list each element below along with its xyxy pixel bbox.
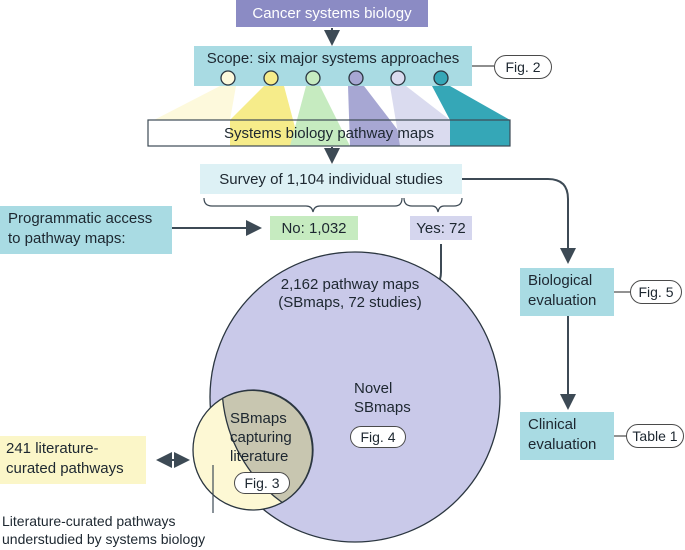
maps-bar-frame xyxy=(147,119,511,147)
approach-circle-5 xyxy=(390,70,406,86)
clin-eval-box xyxy=(520,412,614,460)
clin-eval-fig-ref[interactable]: Table 1 xyxy=(626,424,684,448)
approach-fan-5 xyxy=(390,86,450,146)
access-box xyxy=(0,206,172,254)
bio-eval-fig-ref[interactable]: Fig. 5 xyxy=(630,280,682,304)
approach-circle-1 xyxy=(220,70,236,86)
no-box: No: 1,032 xyxy=(270,216,358,240)
access-line2: to pathway maps: xyxy=(8,230,126,247)
bio-eval-line2: evaluation xyxy=(528,292,597,309)
capture-line2: capturing xyxy=(230,429,292,446)
approach-fan-6 xyxy=(432,86,510,146)
approach-fan-2 xyxy=(230,86,300,146)
understudied-line1: Literature-curated pathways xyxy=(2,513,176,529)
approach-circles xyxy=(220,70,449,86)
approach-circle-3 xyxy=(305,70,321,86)
scope-box xyxy=(194,46,472,86)
clin-eval-line2: evaluation xyxy=(528,436,597,453)
capture-line3: literature xyxy=(230,448,289,465)
scope-fig-ref[interactable]: Fig. 2 xyxy=(494,55,552,79)
overlap-region xyxy=(221,389,314,504)
approach-fan-1 xyxy=(154,86,236,120)
survey-label: Survey of 1,104 individual studies xyxy=(219,170,443,188)
title-box xyxy=(236,0,428,27)
approach-circle-2 xyxy=(263,70,279,86)
survey-box xyxy=(200,164,462,194)
novel-fig-ref[interactable]: Fig. 4 xyxy=(350,426,406,448)
bio-eval-line1: Biological xyxy=(528,272,593,289)
brace-no xyxy=(203,197,403,213)
brace-yes xyxy=(403,197,463,213)
approach-fans xyxy=(154,86,510,146)
lit-line1: 241 literature- xyxy=(6,440,99,457)
approach-fan-3 xyxy=(290,86,350,146)
arrow-survey-to-bio xyxy=(462,178,576,264)
yes-box: Yes: 72 xyxy=(410,216,472,240)
lit-box xyxy=(0,436,146,484)
pathway-count-line1: 2,162 pathway maps xyxy=(280,276,420,293)
clin-eval-line1: Clinical xyxy=(528,416,577,433)
title-label: Cancer systems biology xyxy=(252,5,412,22)
approach-fan-4 xyxy=(348,86,410,146)
approach-circle-6 xyxy=(433,70,449,86)
maps-bar-label: Systems biology pathway maps xyxy=(223,124,435,142)
understudied-line2: understudied by systems biology xyxy=(2,531,206,547)
lit-line2: curated pathways xyxy=(6,460,124,477)
capture-fig-ref[interactable]: Fig. 3 xyxy=(234,472,290,494)
capture-line1: SBmaps xyxy=(230,410,287,427)
access-line1: Programmatic access xyxy=(8,210,153,227)
bio-eval-box xyxy=(520,268,614,316)
scope-label: Scope: six major systems approaches xyxy=(206,50,460,67)
pathway-count-line2: (SBmaps, 72 studies) xyxy=(278,294,422,311)
novel-line1: Novel xyxy=(354,380,393,397)
approach-circle-4 xyxy=(348,70,364,86)
novel-line2: SBmaps xyxy=(354,399,411,416)
